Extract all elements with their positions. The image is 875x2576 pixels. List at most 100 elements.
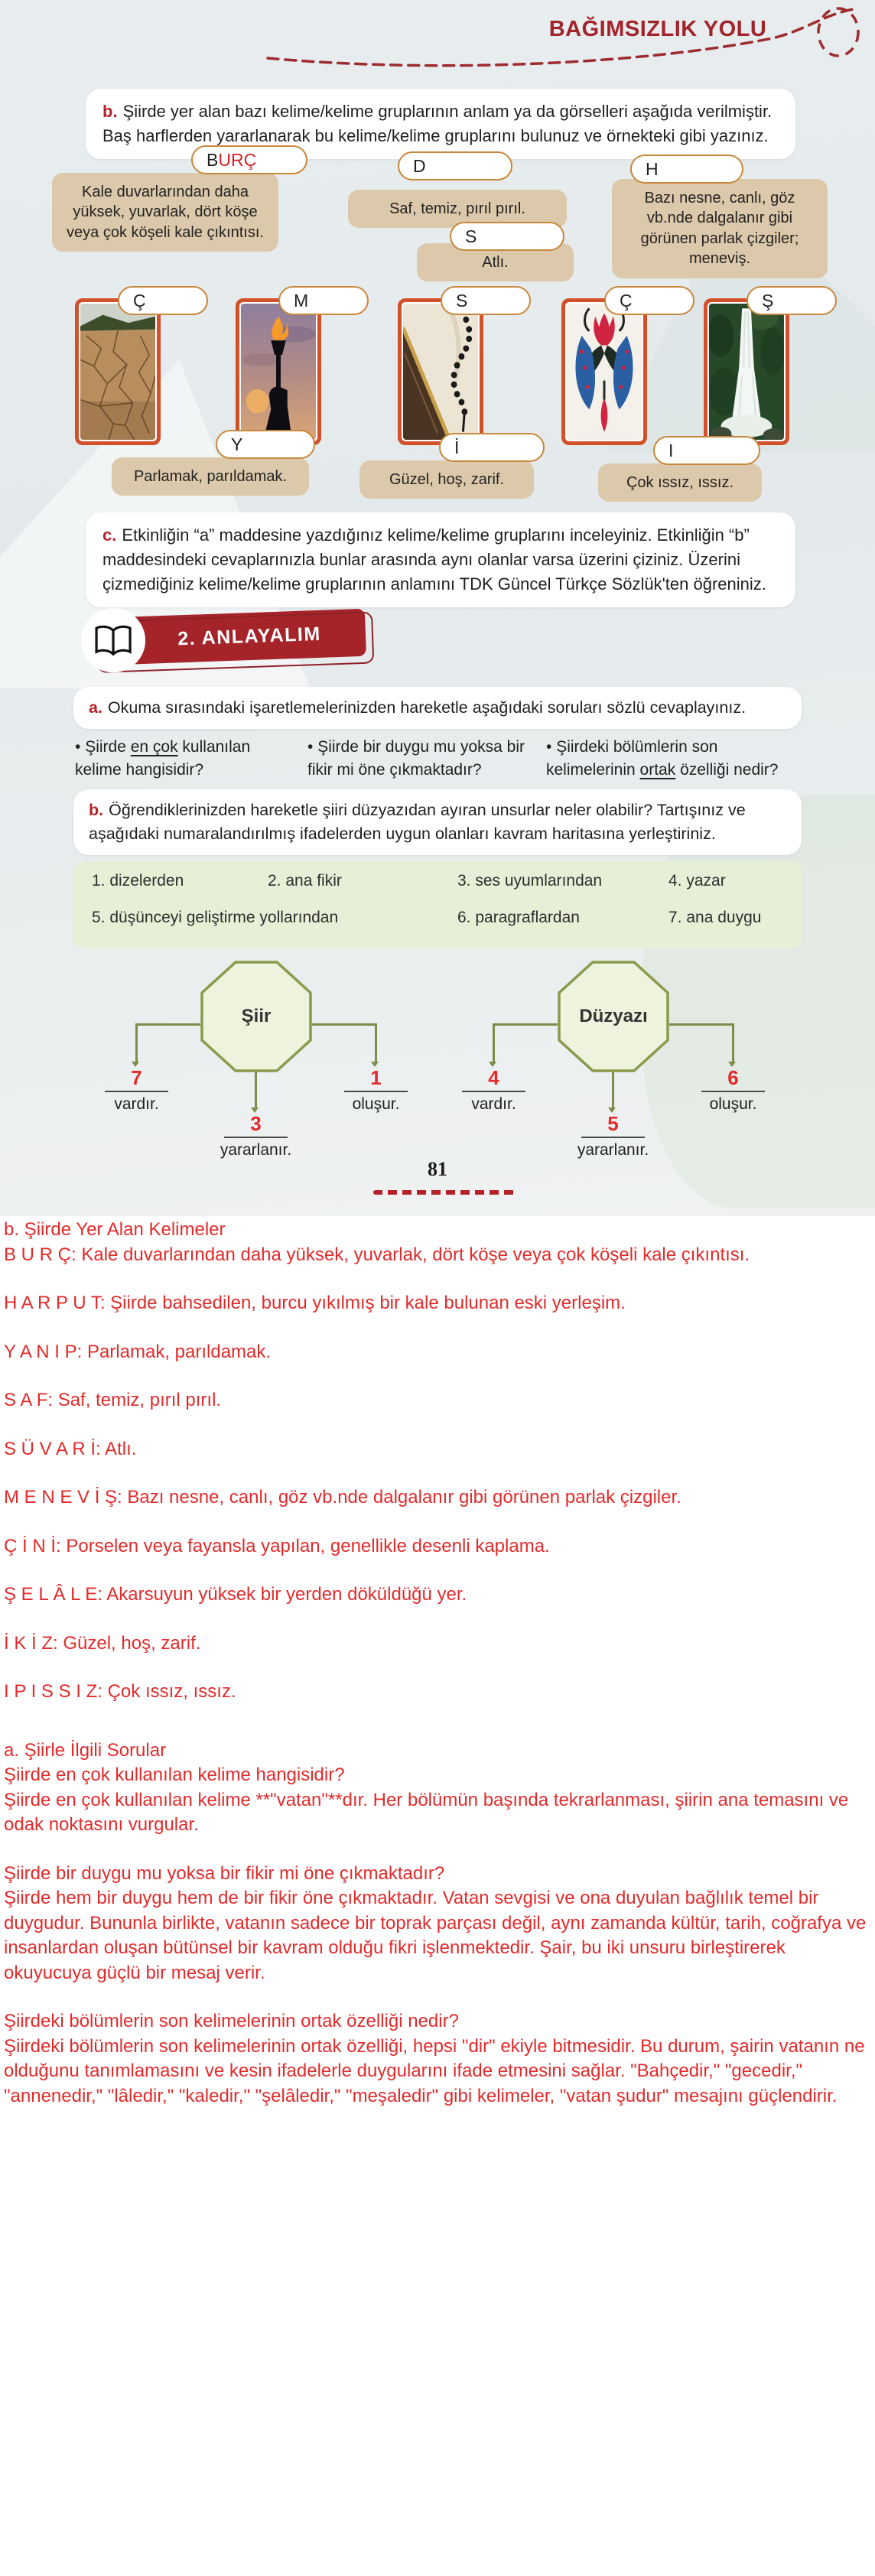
photo-tulip-tile-pattern (561, 298, 647, 445)
photo-cracked-dry-earth (75, 298, 161, 445)
pill-given-letter: Ç (620, 290, 633, 311)
answer-line: Ç İ N İ: Porselen veya fayansla yapılan,… (4, 1535, 550, 1556)
item-marker-a: a. (89, 698, 102, 717)
waterfall-image (709, 304, 784, 440)
photo-prayer-beads-and-book (398, 298, 483, 445)
branch-arrow (132, 1062, 139, 1067)
numbered-item-1: 1. dizelerden (92, 872, 184, 890)
concept-title: Düzyazı (579, 1006, 648, 1026)
answer-line: M E N E V İ Ş: Bazı nesne, canlı, göz vb… (4, 1487, 681, 1508)
answer-pill-photo-3: S (441, 286, 531, 315)
pill-given-letter: B (207, 149, 219, 170)
branch-line (732, 1023, 734, 1062)
question-bullet-1: Şiirde en çok kullanılan kelime hangisid… (75, 736, 298, 782)
answer-line: Şiirdeki bölümlerin son kelimelerinin or… (4, 2035, 865, 2106)
photo-waterfall (704, 298, 789, 445)
numbered-item-4: 4. yazar (668, 872, 726, 890)
activity-c-text: Etkinliğin “a” maddesine yazdığınız keli… (102, 525, 766, 594)
pill-given-letter: M (294, 290, 309, 311)
filled-answer-number: 4 (462, 1066, 525, 1092)
bullet-text: Şiirdeki bölümlerin son kelimelerinin (546, 738, 718, 779)
branch-line (135, 1023, 138, 1062)
photo-hand-holding-torch (236, 298, 321, 445)
answer-heading: a. Şiirle İlgili Sorular (4, 1739, 167, 1761)
branch-line (135, 1023, 200, 1026)
answer-pill-s: S (450, 222, 564, 251)
definition-i-dotted: Güzel, hoş, zarif. (359, 460, 534, 499)
branch-line (493, 1023, 558, 1026)
pill-given-letter: D (413, 155, 426, 176)
pill-given-letter: Ç (133, 290, 146, 311)
answer-line: b. Şiirde Yer Alan Kelimeler (4, 1219, 226, 1240)
numbered-item-7: 7. ana duygu (668, 909, 762, 926)
answer-pill-i-dotted: İ (439, 433, 545, 462)
answer-line: Ş E L Â L E: Akarsuyun yüksek bir yerden… (4, 1584, 467, 1605)
branch-line (612, 1072, 614, 1107)
bullet-text: kullanılan kelime hangisidir? (75, 738, 251, 779)
activity-b-text: Şiirde yer alan bazı kelime/kelime grupl… (102, 102, 773, 145)
answer-line: I P I S S I Z: Çok ıssız, ıssız. (4, 1681, 236, 1702)
concept-title: Şiir (241, 1006, 272, 1026)
numbered-items-box: 1. dizelerden 2. ana fikir 3. ses uyumla… (73, 861, 802, 948)
pill-given-letter: Ş (762, 290, 774, 311)
page-dash-decoration (373, 1190, 515, 1195)
anlayalim-b-instruction: b.Öğrendiklerinizden hareketle şiiri düz… (73, 789, 802, 856)
branch-line (375, 1023, 377, 1062)
filled-answer-number: 3 (224, 1112, 288, 1138)
numbered-item-6: 6. paragraflardan (457, 909, 580, 926)
branch-line (493, 1023, 495, 1062)
answer-pill-photo-4: Ç (604, 286, 694, 315)
concept-node-siir: Şiir 7 vardır. 1 oluşur. 3 yararlanır. (73, 959, 440, 1163)
answer-pill-y: Y (216, 430, 315, 459)
underlined-word: en çok (130, 738, 178, 756)
answer-line: H A R P U T: Şiirde bahsedilen, burcu yı… (4, 1293, 626, 1313)
item-marker-b: b. (102, 102, 118, 121)
branch-line (312, 1023, 377, 1026)
pill-given-letter: H (646, 158, 659, 179)
numbered-item-3: 3. ses uyumlarından (457, 872, 603, 890)
torch-image (241, 304, 316, 440)
question-bullet-2: Şiirde bir duygu mu yoksa bir fikir mi ö… (307, 736, 546, 782)
bullet-text: Şiirde bir duygu mu yoksa bir fikir mi ö… (307, 738, 525, 779)
branch-label: oluşur. (352, 1095, 400, 1113)
answer-question: Şiirde en çok kullanılan kelime hangisid… (4, 1764, 345, 1785)
activity-b-instruction: b.Şiirde yer alan bazı kelime/kelime gru… (86, 89, 795, 159)
answer-pill-photo-2: M (278, 286, 369, 315)
answer-question: Şiirdeki bölümlerin son kelimelerinin or… (4, 2011, 459, 2031)
filled-answer-number: 1 (344, 1066, 408, 1092)
numbered-item-2: 2. ana fikir (268, 872, 342, 890)
prayer-beads-image (403, 304, 478, 440)
branch-arrow (251, 1107, 259, 1113)
branch-line (669, 1023, 734, 1026)
answer-line: S A F: Saf, temiz, pırıl pırıl. (4, 1390, 222, 1410)
answer-line: Y A N I P: Parlamak, parıldamak. (4, 1341, 272, 1362)
banner-label: 2. ANLAYALIM (177, 623, 322, 649)
anlayalim-b-text: Öğrendiklerinizden hareketle şiiri düzya… (89, 801, 746, 844)
answer-pill-photo-5: Ş (747, 286, 837, 315)
branch-arrow (608, 1107, 616, 1113)
unit-title: BAĞIMSIZLIK YOLU (548, 17, 767, 41)
branch-label: yararlanır. (220, 1141, 292, 1159)
pill-given-letter: İ (454, 437, 460, 457)
open-book-icon (95, 625, 132, 656)
bullet-text: özelliği nedir? (675, 761, 779, 779)
concept-map: Şiir 7 vardır. 1 oluşur. 3 yararlanır. (0, 959, 875, 1163)
answer-question: Şiirde bir duygu mu yoksa bir fikir mi ö… (4, 1862, 445, 1884)
textbook-scan: BAĞIMSIZLIK YOLU b.Şiirde yer alan bazı … (0, 0, 875, 1216)
definition-i-dotless: Çok ıssız, ıssız. (598, 463, 762, 503)
answer-line: Şiirde en çok kullanılan kelime **"vatan… (4, 1789, 849, 1836)
underlined-word: ortak (639, 761, 676, 779)
section-banner-anlayalim: 2. ANLAYALIM (81, 608, 366, 673)
pill-given-letter: I (668, 440, 674, 460)
banner-icon-circle (81, 608, 146, 673)
anlayalim-a-text: Okuma sırasındaki işaretlemelerinizden h… (107, 698, 747, 717)
answer-key-text: b. Şiirde Yer Alan Kelimeler B U R Ç: Ka… (0, 1215, 875, 2109)
hexagon-shape (200, 961, 312, 1072)
page-number: 81 (428, 1158, 447, 1180)
pill-given-letter: S (456, 290, 468, 311)
filled-answer-number: 7 (105, 1066, 168, 1092)
answer-line: B U R Ç: Kale duvarlarından daha yüksek,… (4, 1244, 750, 1265)
answer-pill-i-dotless: I (653, 436, 760, 465)
